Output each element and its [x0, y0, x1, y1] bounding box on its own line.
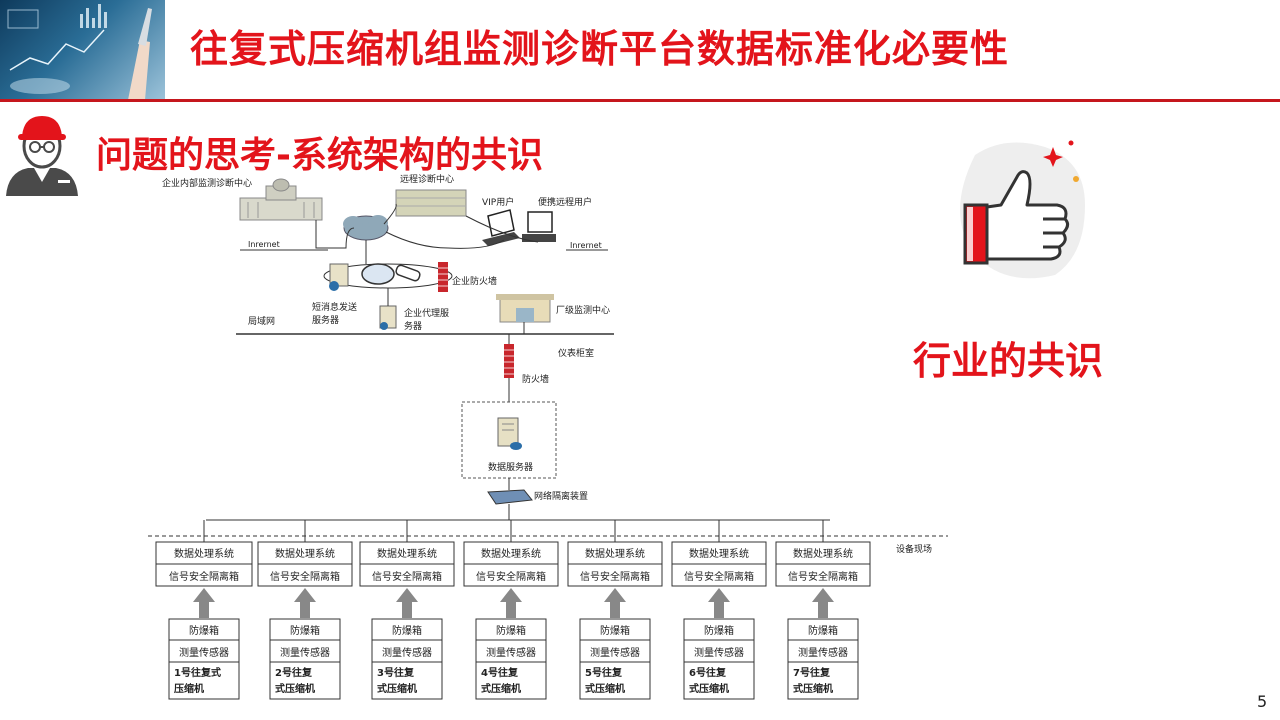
- remote-center-building-icon: [395, 189, 467, 217]
- compressor-label: 式压缩机: [275, 682, 315, 695]
- compressor-label: 6号往复: [689, 666, 727, 679]
- isolation-device-icon: [487, 489, 533, 505]
- isolation-box-label: 信号安全隔离箱: [684, 570, 754, 583]
- compressor-label: 式压缩机: [689, 682, 729, 695]
- hub-icon: [361, 263, 395, 285]
- proxy-server-label-1: 企业代理服: [404, 307, 449, 319]
- field-device-box: [168, 618, 240, 700]
- sms-server-label-2: 服务器: [312, 314, 339, 326]
- compressor-label: 式压缩机: [481, 682, 521, 695]
- enterprise-firewall-icon: [438, 262, 448, 292]
- field-device-box: [579, 618, 651, 700]
- compressor-label: 4号往复: [481, 666, 519, 679]
- sensor-label: 测量传感器: [486, 646, 536, 659]
- isolation-box-label: 信号安全隔离箱: [372, 570, 442, 583]
- up-arrow-icon: [294, 588, 316, 618]
- router-icon: [395, 264, 421, 282]
- desktop-computer-icon: [522, 211, 556, 242]
- field-device-box: [269, 618, 341, 700]
- remote-user-label: 便携远程用户: [538, 196, 592, 208]
- field-device-box: [787, 618, 859, 700]
- explosion-box-label: 防爆箱: [290, 624, 320, 637]
- firewall-label: 防火墙: [522, 373, 549, 385]
- compressor-label: 5号往复: [585, 666, 623, 679]
- compressor-label: 压缩机: [174, 682, 204, 695]
- up-arrow-icon: [396, 588, 418, 618]
- explosion-box-label: 防爆箱: [600, 624, 630, 637]
- isolation-box-label: 信号安全隔离箱: [270, 570, 340, 583]
- sms-server-icon: [329, 263, 349, 291]
- sensor-label: 测量传感器: [280, 646, 330, 659]
- up-arrow-icon: [708, 588, 730, 618]
- processing-system-label: 数据处理系统: [275, 547, 335, 560]
- sms-server-label-1: 短消息发送: [312, 301, 357, 313]
- page-title: 往复式压缩机组监测诊断平台数据标准化必要性: [190, 27, 1010, 71]
- enterprise-center-label: 企业内部监测诊断中心: [162, 177, 252, 189]
- lan-label: 局域网: [248, 315, 275, 327]
- explosion-box-label: 防爆箱: [392, 624, 422, 637]
- processing-system-label: 数据处理系统: [585, 547, 645, 560]
- explosion-box-label: 防爆箱: [808, 624, 838, 637]
- explosion-box-label: 防爆箱: [496, 624, 526, 637]
- firewall-icon: [504, 344, 514, 378]
- compressor-label: 3号往复: [377, 666, 415, 679]
- field-device-box: [371, 618, 443, 700]
- up-arrow-icon: [812, 588, 834, 618]
- tech-banner-icon: [7, 4, 152, 100]
- isolation-device-label: 网络隔离装置: [534, 490, 588, 502]
- internet-right-label: Inrernet: [570, 241, 602, 250]
- compressor-label: 1号往复式: [174, 666, 221, 679]
- system-architecture-diagram: 企业内部监测诊断中心 远程诊断中心 VIP用户 便携远程用户 Inrernet …: [148, 173, 948, 700]
- header-divider: [0, 99, 1280, 102]
- enterprise-center-building-icon: [239, 178, 323, 221]
- compressor-label: 式压缩机: [793, 682, 833, 695]
- up-arrow-icon: [193, 588, 215, 618]
- compressor-label: 式压缩机: [377, 682, 417, 695]
- up-arrow-icon: [500, 588, 522, 618]
- explosion-box-label: 防爆箱: [704, 624, 734, 637]
- processing-system-label: 数据处理系统: [377, 547, 437, 560]
- internet-left-label: Inrernet: [248, 240, 280, 249]
- compressor-label: 式压缩机: [585, 682, 625, 695]
- internet-cloud-icon: [343, 215, 389, 241]
- sensor-label: 测量传感器: [590, 646, 640, 659]
- page-number: 5: [1257, 692, 1268, 711]
- up-arrow-icon: [604, 588, 626, 618]
- isolation-box-label: 信号安全隔离箱: [580, 570, 650, 583]
- proxy-server-icon: [379, 305, 397, 330]
- compressor-label: 2号往复: [275, 666, 313, 679]
- field-label: 设备现场: [896, 543, 932, 555]
- sensor-label: 测量传感器: [179, 646, 229, 659]
- processing-system-label: 数据处理系统: [793, 547, 853, 560]
- processing-system-label: 数据处理系统: [174, 547, 234, 560]
- sensor-label: 测量传感器: [694, 646, 744, 659]
- sensor-label: 测量传感器: [798, 646, 848, 659]
- field-device-box: [475, 618, 547, 700]
- vip-user-label: VIP用户: [482, 196, 514, 208]
- isolation-box-label: 信号安全隔离箱: [788, 570, 858, 583]
- isolation-box-label: 信号安全隔离箱: [169, 570, 239, 583]
- sensor-label: 测量传感器: [382, 646, 432, 659]
- remote-center-label: 远程诊断中心: [400, 173, 454, 185]
- section-subtitle: 问题的思考-系统架构的共识: [96, 135, 543, 176]
- enterprise-firewall-label: 企业防火墙: [452, 275, 497, 287]
- plant-center-building-icon: [496, 294, 554, 323]
- processing-system-label: 数据处理系统: [481, 547, 541, 560]
- data-server-icon: [497, 417, 522, 450]
- isolation-box-label: 信号安全隔离箱: [476, 570, 546, 583]
- industry-consensus-label: 行业的共识: [913, 339, 1104, 383]
- plant-center-label: 厂级监测中心: [556, 304, 610, 316]
- header-image: [0, 0, 165, 100]
- instrument-room-label: 仪表柜室: [558, 347, 594, 359]
- laptop-icon: [482, 209, 520, 246]
- proxy-server-label-2: 务器: [404, 320, 422, 332]
- explosion-box-label: 防爆箱: [189, 624, 219, 637]
- thumbs-up-icon: [960, 140, 1085, 279]
- compressor-label: 7号往复: [793, 666, 831, 679]
- engineer-avatar-icon: [6, 116, 78, 196]
- field-device-box: [683, 618, 755, 700]
- processing-system-label: 数据处理系统: [689, 547, 749, 560]
- data-server-label: 数据服务器: [488, 461, 533, 473]
